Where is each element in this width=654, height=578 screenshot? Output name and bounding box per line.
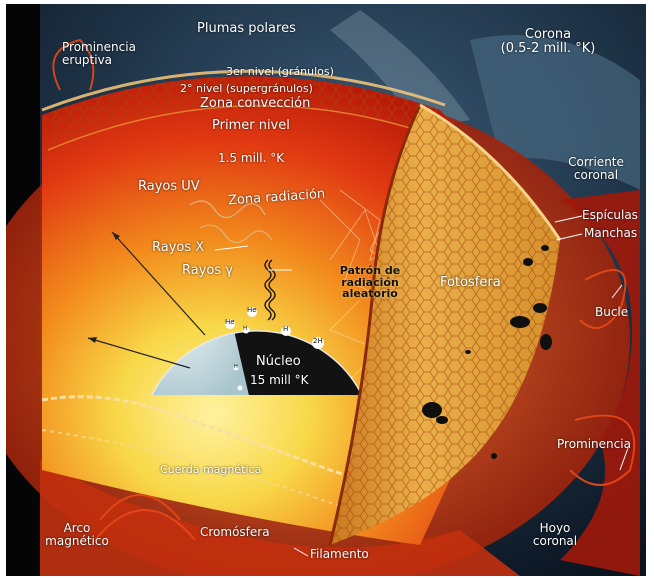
label-rayos-gamma: Rayos γ — [182, 264, 233, 278]
label-prominencia: Prominencia — [557, 438, 631, 451]
label-espiculas: Espículas — [582, 209, 638, 222]
label-manchas: Manchas — [584, 227, 637, 240]
label-filamento: Filamento — [310, 548, 369, 561]
label-corona-temp: (0.5-2 mill. °K) — [468, 42, 628, 56]
label-arco-magnetico: Arco magnético — [42, 522, 112, 547]
label-tercer-nivel: 3er nivel (gránulos) — [226, 66, 334, 78]
label-cromosfera: Cromósfera — [200, 526, 270, 539]
label-nucleo: Núcleo — [256, 355, 301, 369]
label-temp-radiacion: 1.5 mill. °K — [218, 152, 284, 165]
particle-label: 2H — [313, 338, 323, 345]
label-rayos-x: Rayos X — [152, 241, 204, 255]
label-corriente-coronal: Corriente coronal — [556, 156, 636, 181]
label-cuerda-magnetica: Cuerda magnética — [160, 464, 261, 476]
label-plumas-polares: Plumas polares — [197, 22, 296, 36]
label-hoyo-coronal: Hoyo coronal — [520, 522, 590, 547]
label-segundo-nivel: 2° nivel (supergránulos) — [180, 83, 313, 95]
label-primer-nivel: Primer nivel — [212, 119, 290, 133]
label-patron-radiacion: Patrón de radiación aleatorio — [330, 265, 410, 300]
particle-label: He — [225, 319, 235, 326]
particle-label: H — [234, 365, 238, 370]
label-corona-name: Corona — [468, 28, 628, 42]
label-fotosfera: Fotosfera — [440, 276, 501, 290]
particle-label: H — [283, 326, 288, 333]
label-corona: Corona (0.5-2 mill. °K) — [468, 28, 628, 55]
core-particle — [238, 386, 243, 391]
label-bucle: Bucle — [595, 306, 628, 319]
label-prominencia-eruptiva: Prominencia eruptiva — [62, 41, 162, 66]
particle-label: H — [243, 326, 248, 332]
label-zona-conveccion: Zona convección — [200, 97, 310, 111]
label-rayos-uv: Rayos UV — [138, 180, 200, 194]
label-nucleo-temp: 15 mill °K — [250, 374, 308, 387]
particle-label: He — [247, 307, 257, 314]
